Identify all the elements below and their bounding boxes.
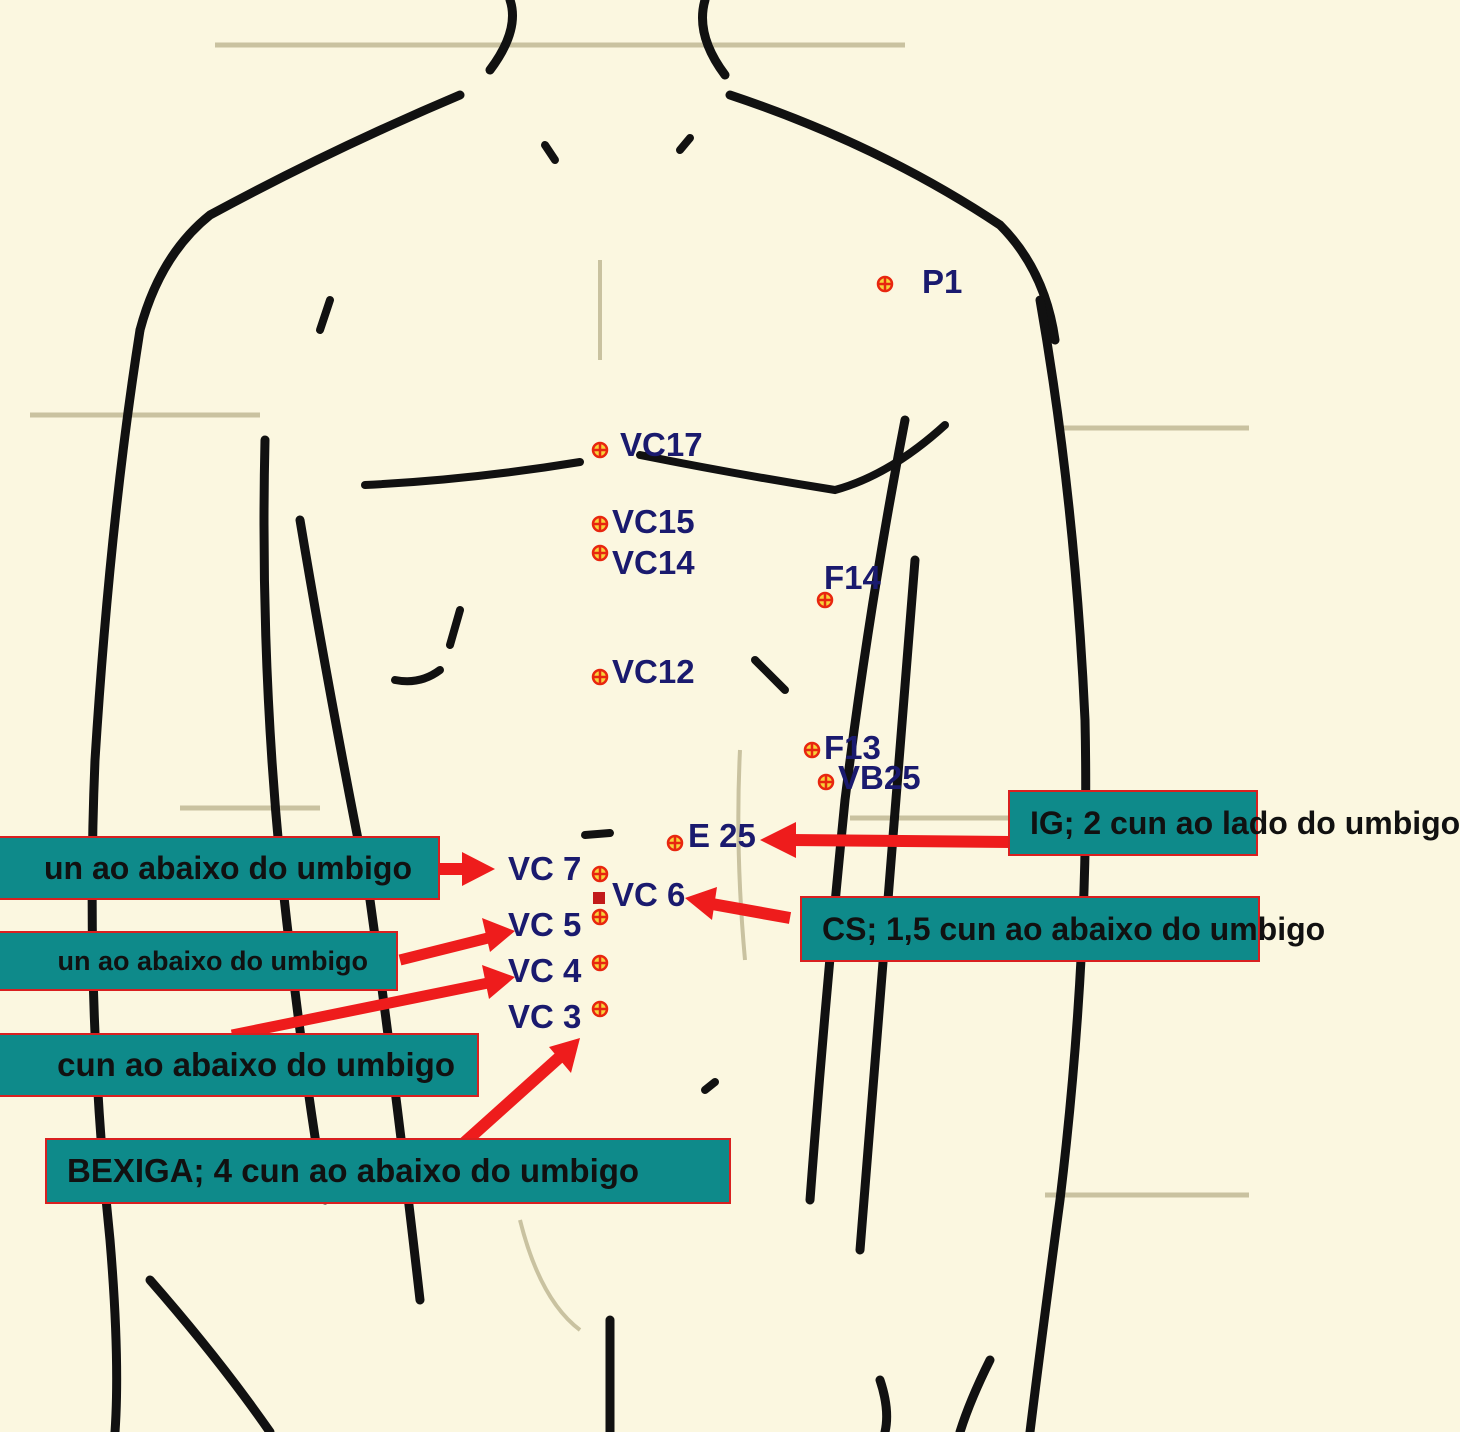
label-vc17: VC17: [620, 426, 703, 463]
point-marker-vc15: [591, 515, 609, 533]
callout-vc4-text: cun ao abaixo do umbigo: [57, 1046, 455, 1083]
callout-e25: IG; 2 cun ao lado do umbigo: [1008, 790, 1460, 856]
point-marker-vc5: [591, 908, 609, 926]
torso-details: [316, 134, 949, 1094]
label-f14: F14: [824, 559, 881, 596]
navel-marker: [593, 892, 605, 904]
label-p1: P1: [922, 263, 963, 300]
callout-vc6-text: CS; 1,5 cun ao abaixo do umbigo: [822, 910, 1326, 947]
point-marker-vc12: [591, 668, 609, 686]
point-marker-vc17: [591, 441, 609, 459]
point-marker-vc7: [591, 865, 609, 883]
point-marker-vc14: [591, 544, 609, 562]
label-vc5: VC 5: [508, 906, 582, 943]
label-vc6: VC 6: [612, 876, 686, 913]
faint-details: [518, 260, 747, 1332]
label-vc12: VC12: [612, 653, 695, 690]
callout-vc7: un ao abaixo do umbigo: [0, 836, 440, 900]
point-marker-p1: [876, 275, 894, 293]
callout-vc3-text: BEXIGA; 4 cun ao abaixo do umbigo: [67, 1152, 640, 1189]
arrow-vc5: [398, 918, 515, 966]
label-vc7: VC 7: [508, 850, 582, 887]
anatomy-figure: [30, 0, 1249, 1432]
point-markers: [591, 275, 894, 1018]
point-marker-e25: [666, 834, 684, 852]
arrow-e25: [760, 822, 1011, 858]
callout-vc4: cun ao abaixo do umbigo: [0, 1033, 479, 1097]
label-vc15: VC15: [612, 503, 695, 540]
callout-vc3: BEXIGA; 4 cun ao abaixo do umbigo: [45, 1138, 731, 1204]
arrow-vc4: [230, 965, 515, 1041]
label-vc4: VC 4: [508, 952, 582, 989]
point-marker-f14: [816, 591, 834, 609]
callout-vc5: un ao abaixo do umbigo: [0, 931, 398, 991]
callout-vc5-text: un ao abaixo do umbigo: [57, 945, 369, 976]
label-vc3: VC 3: [508, 998, 582, 1035]
callout-vc6: CS; 1,5 cun ao abaixo do umbigo: [800, 896, 1325, 962]
label-vc14: VC14: [612, 544, 695, 581]
callout-vc7-text: un ao abaixo do umbigo: [44, 849, 412, 886]
arrow-vc6: [685, 887, 792, 924]
point-marker-vc4: [591, 954, 609, 972]
callout-e25-text: IG; 2 cun ao lado do umbigo: [1030, 804, 1460, 841]
label-vb25: VB25: [838, 759, 921, 796]
label-f13: F13: [824, 729, 881, 766]
point-marker-f13: [803, 741, 821, 759]
point-marker-vb25: [817, 773, 835, 791]
point-marker-vc3: [591, 1000, 609, 1018]
label-e25: E 25: [688, 817, 756, 854]
